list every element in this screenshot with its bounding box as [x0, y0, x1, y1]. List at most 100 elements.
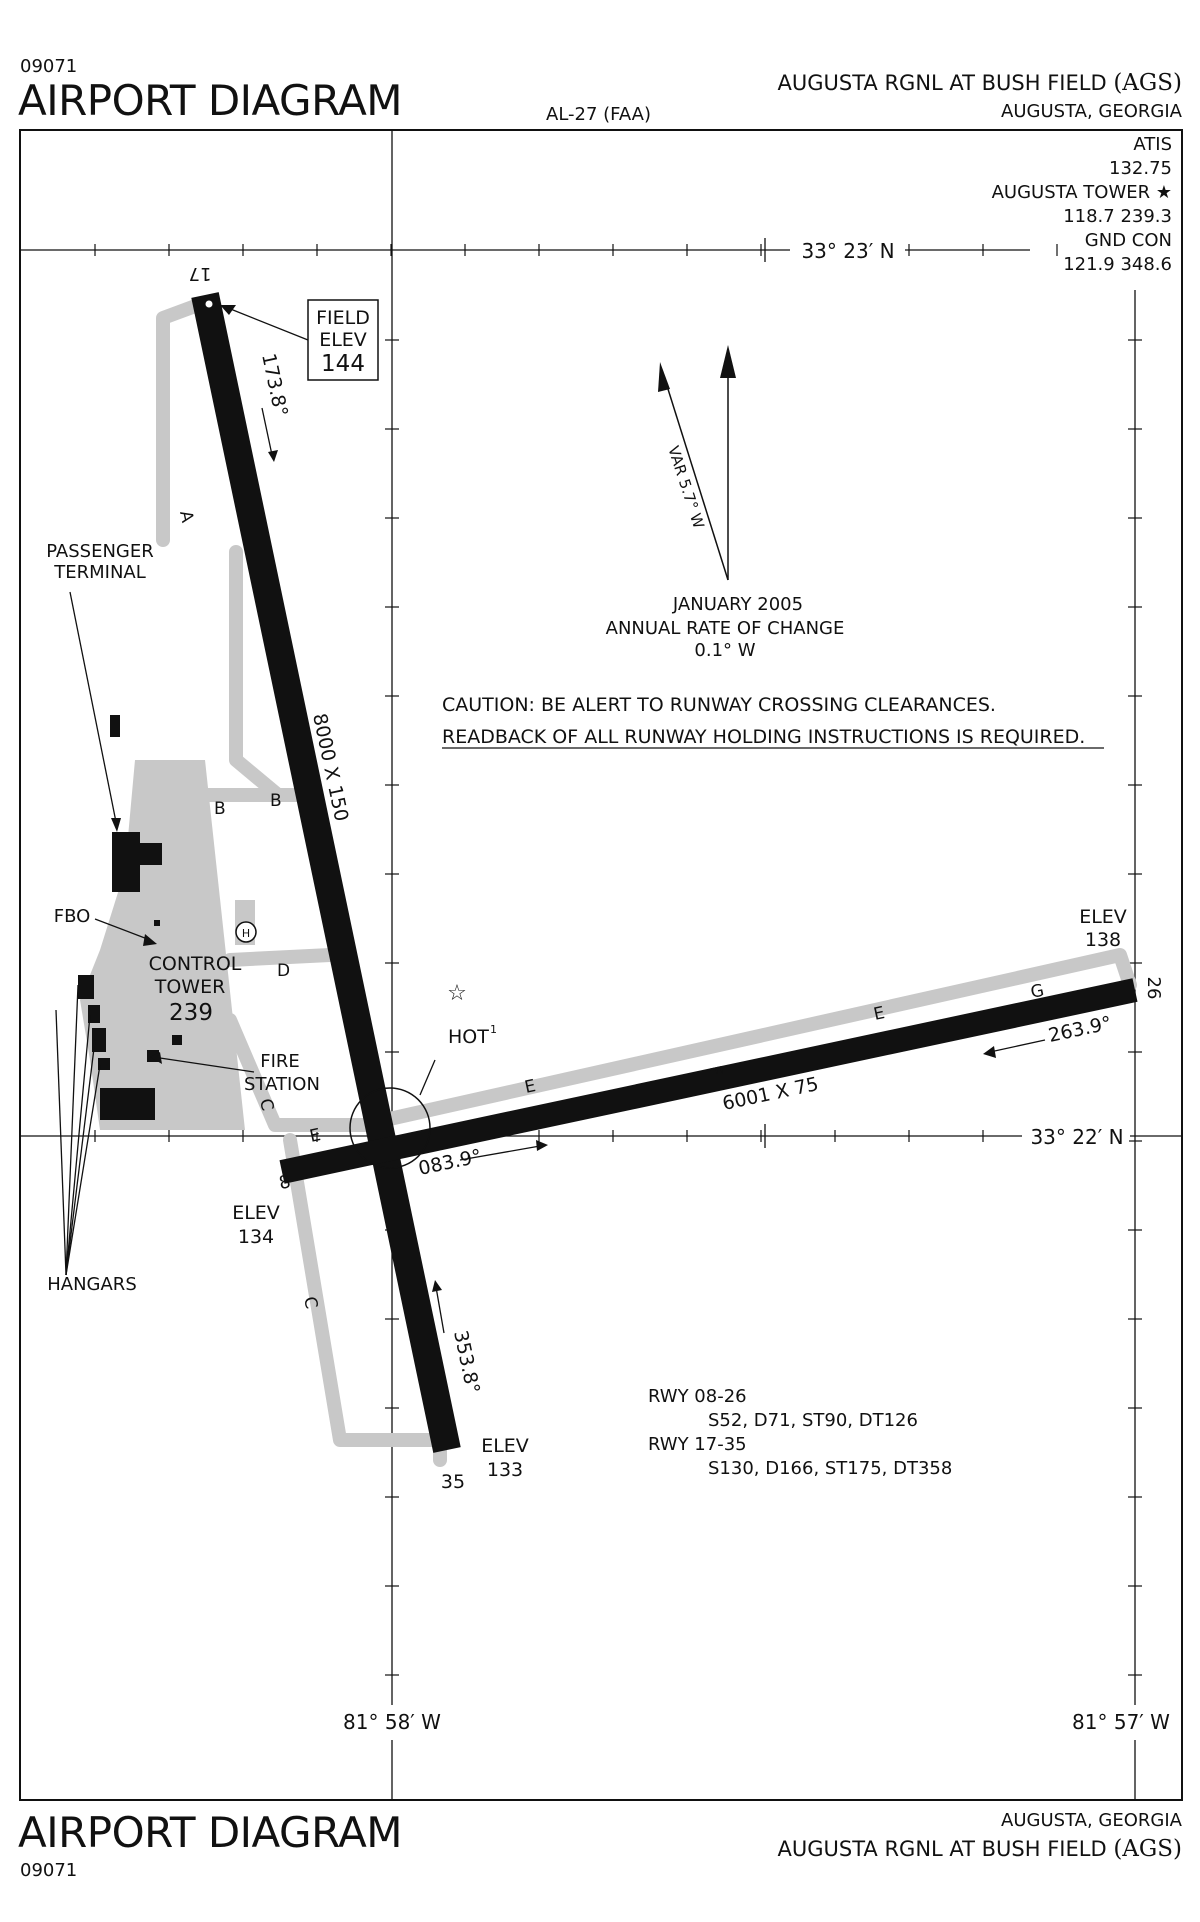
- procedure-number: 09071: [20, 56, 78, 77]
- control-tower-label-2: TOWER: [154, 976, 226, 998]
- hangar-3: [92, 1028, 106, 1052]
- field-elev-arrow: [227, 307, 309, 341]
- hangars-label: HANGARS: [47, 1274, 137, 1295]
- hangar-1: [78, 975, 94, 999]
- lon-label-west: 81° 58′ W: [343, 1710, 441, 1734]
- building-north: [110, 715, 120, 737]
- taxiway-b-label-1: B: [214, 799, 226, 819]
- taxiway-e-label-3: E: [872, 1003, 887, 1025]
- runway-26-elev: 138: [1085, 929, 1121, 951]
- hot-spot-arrow: [419, 1059, 436, 1096]
- star-icon: ★: [1155, 182, 1172, 203]
- taxiway-e: [378, 948, 1137, 1127]
- hangars-arrow-1: [55, 1009, 67, 1276]
- hangar-4: [98, 1058, 110, 1070]
- taxiway-a-north: [156, 298, 205, 547]
- arrow-heads: [111, 305, 996, 1292]
- magnetic-variation: [661, 369, 729, 581]
- page-title: AIRPORT DIAGRAM: [18, 76, 403, 125]
- fbo-label: FBO: [54, 906, 91, 927]
- fire-station-label-2: STATION: [244, 1074, 320, 1095]
- control-tower-building: [172, 1035, 182, 1045]
- taxiway-e-label-2: E: [523, 1076, 538, 1098]
- hangars-arrow-4: [65, 1039, 96, 1276]
- arrowhead: [432, 1280, 442, 1292]
- passenger-terminal-label-2: TERMINAL: [53, 562, 146, 583]
- aprons: [80, 760, 255, 1130]
- field-elev-label-1: FIELD: [316, 307, 370, 329]
- runway-35-elev-label: ELEV: [481, 1435, 529, 1457]
- lat-label-mask: [792, 240, 904, 262]
- runway-26-elev-label: ELEV: [1079, 906, 1127, 928]
- heading-263-arrow: [989, 1039, 1046, 1053]
- taxiway-f-label: F: [704, 1064, 726, 1078]
- lat-label-mask: [1025, 1126, 1129, 1148]
- lat-label-north: 33° 23′ N: [801, 239, 894, 263]
- heading-353-arrow: [435, 1286, 445, 1334]
- runway-35-heading: 353.8°: [449, 1328, 484, 1395]
- airport-ident: (AGS): [1113, 70, 1182, 96]
- footer-title: AIRPORT DIAGRAM: [18, 1808, 403, 1857]
- heading-083-arrow: [459, 1145, 541, 1161]
- control-tower-elev: 239: [169, 1000, 213, 1026]
- taxiway-c-label-1: C: [255, 1097, 277, 1113]
- runway-17-threshold-light: [205, 300, 213, 308]
- buildings: [78, 715, 182, 1120]
- hot-spot-label: HOT: [448, 1026, 489, 1048]
- passenger-terminal-building: [112, 832, 140, 892]
- taxiways: [156, 298, 1137, 1467]
- tower-label: AUGUSTA TOWER ★: [992, 182, 1172, 203]
- strength-rwy-08-26-values: S52, D71, ST90, DT126: [708, 1410, 918, 1431]
- field-elev-value: 144: [321, 351, 365, 377]
- taxiway-c-label-2: C: [299, 1295, 321, 1311]
- strength-rwy-17-35-label: RWY 17-35: [648, 1434, 747, 1455]
- arrowhead: [143, 934, 157, 946]
- runway-26-label: 26: [1143, 977, 1164, 1000]
- fbo-building: [154, 920, 160, 926]
- heliport-icon: [235, 921, 257, 943]
- taxiway-e-label-1: E: [308, 1125, 323, 1147]
- arrowhead: [111, 818, 121, 832]
- runway-35-elev: 133: [487, 1459, 523, 1481]
- true-north-arrow-icon: [720, 345, 736, 378]
- variation-rate-label: ANNUAL RATE OF CHANGE: [606, 618, 845, 639]
- taxiway-a-south: [229, 545, 285, 802]
- runway-8-elev: 134: [238, 1226, 274, 1248]
- atis-frequency: 132.75: [1109, 158, 1172, 179]
- field-elev-label-2: ELEV: [319, 329, 367, 351]
- arrowhead: [220, 305, 236, 315]
- fire-station-arrow: [159, 1057, 255, 1073]
- ground-label: GND CON: [1084, 230, 1172, 251]
- hangars-arrow-2: [65, 984, 79, 1276]
- magnetic-north-line: [661, 369, 729, 581]
- taxiway-d: [223, 948, 337, 967]
- hot-spot-superscript: 1: [490, 1023, 497, 1036]
- tower-star-icon: ☆: [447, 981, 467, 1006]
- chart-id: AL-27 (FAA): [546, 104, 652, 125]
- airport-name-text: AUGUSTA RGNL AT BUSH FIELD: [777, 71, 1107, 95]
- taxiway-c-north: [223, 1013, 387, 1132]
- arrowhead: [983, 1046, 996, 1058]
- fbo-arrow: [94, 918, 151, 941]
- callout-arrows: [55, 307, 1046, 1334]
- taxiway-a-label: A: [175, 509, 197, 525]
- control-tower-label-1: CONTROL: [149, 953, 242, 975]
- footer-airport-name: AUGUSTA RGNL AT BUSH FIELD (AGS): [778, 1836, 1183, 1862]
- hangars-arrow-3: [65, 1014, 91, 1276]
- variation-label: VAR 5.7° W: [664, 444, 708, 531]
- taxiway-g-label: G: [1029, 981, 1046, 1003]
- terminal-annex: [140, 843, 162, 865]
- runway-35-label: 35: [441, 1471, 465, 1493]
- runway-8-label: 8: [277, 1171, 293, 1194]
- strength-rwy-17-35-values: S130, D166, ST175, DT358: [708, 1458, 952, 1479]
- terminal-apron: [80, 760, 245, 1130]
- caution-line-2: READBACK OF ALL RUNWAY HOLDING INSTRUCTI…: [442, 726, 1085, 748]
- arrowhead: [536, 1140, 548, 1151]
- hot-spot-circle: [349, 1087, 431, 1169]
- airport-name: AUGUSTA RGNL AT BUSH FIELD (AGS): [778, 70, 1183, 96]
- footer-airport-ident: (AGS): [1113, 1836, 1182, 1862]
- taxiway-b-label-2: B: [270, 791, 282, 811]
- footer-city-state: AUGUSTA, GEORGIA: [1001, 1810, 1182, 1831]
- passenger-terminal-arrow: [69, 591, 118, 828]
